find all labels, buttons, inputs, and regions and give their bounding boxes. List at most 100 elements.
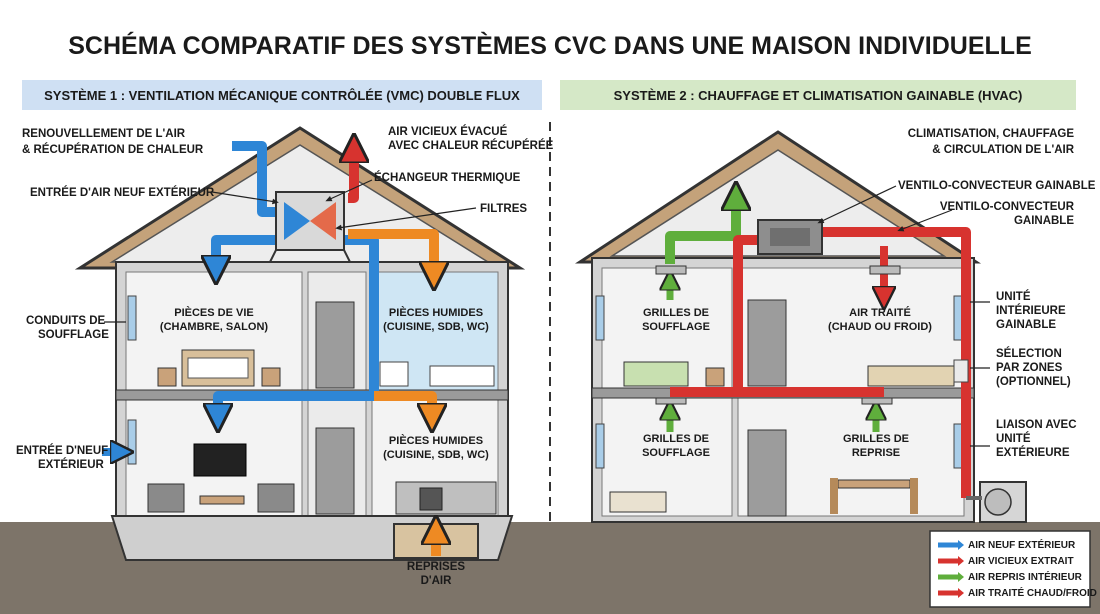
extract-duct-lower: [374, 391, 432, 418]
supply-duct-upper: [216, 235, 292, 270]
chair: [830, 478, 838, 514]
chair: [910, 478, 918, 514]
wet-upper-label-1: PIÈCES HUMIDES: [389, 306, 483, 319]
nightstand: [705, 367, 725, 387]
armchair: [147, 483, 185, 513]
system1-heading-2: & RÉCUPÉRATION DE CHALEUR: [22, 143, 204, 156]
exchanger-warm-side: [310, 202, 336, 240]
system2-banner-text: SYSTÈME 2 : CHAUFFAGE ET CLIMATISATION G…: [614, 88, 1023, 103]
zones-label-1: SÉLECTION: [996, 347, 1062, 360]
door: [315, 301, 355, 389]
ducts-label-1: CONDUITS DE: [26, 315, 106, 327]
exhaust-label-2: AVEC CHALEUR RÉCUPÉRÉE: [388, 139, 554, 152]
unit-leg: [343, 249, 351, 263]
window: [127, 295, 137, 341]
indoor-unit-label-3: GAINABLE: [996, 319, 1056, 331]
nightstand: [261, 367, 281, 387]
legend-arrowhead: [958, 572, 964, 582]
zone-selector: [953, 359, 969, 383]
leader-fan-coil-1: [817, 185, 897, 224]
supply-upper-label-2: SOUFFLAGE: [642, 321, 710, 333]
filters-label: FILTRES: [480, 203, 527, 215]
legend-label: AIR VICIEUX EXTRAIT: [968, 556, 1074, 567]
wet-upper-label-2: (CUISINE, SDB, WC): [383, 321, 489, 333]
legend-label: AIR NEUF EXTÉRIEUR: [968, 538, 1076, 551]
window: [127, 419, 137, 465]
wet-lower-label-1: PIÈCES HUMIDES: [389, 434, 483, 447]
legend-label: AIR REPRIS INTÉRIEUR: [968, 570, 1083, 583]
treated-label-2: (CHAUD OU FROID): [828, 321, 932, 333]
system1-heading-1: RENOUVELLEMENT DE L'AIR: [22, 128, 186, 140]
exhaust-duct-out: [348, 148, 354, 203]
return-grilles-label-2: REPRISE: [852, 447, 900, 459]
living-label-2: (CHAMBRE, SALON): [160, 321, 268, 333]
exchanger-cold-side: [284, 202, 310, 240]
bed: [623, 361, 689, 387]
bathtub: [429, 365, 495, 387]
treated-label-1: AIR TRAITÉ: [849, 306, 911, 319]
outdoor-label-3: EXTÉRIEURE: [996, 446, 1070, 459]
fan-coil-label-1: VENTILO-CONVECTEUR GAINABLE: [898, 180, 1096, 192]
supply-lower-label-1: GRILLES DE: [643, 433, 709, 445]
zones-label-2: PAR ZONES: [996, 362, 1063, 374]
coffee-table: [199, 495, 245, 505]
supply-upper-label-1: GRILLES DE: [643, 307, 709, 319]
page-title: SCHÉMA COMPARATIF DES SYSTÈMES CVC DANS …: [68, 31, 1032, 60]
living-label-1: PIÈCES DE VIE: [174, 306, 253, 319]
toilet: [379, 361, 409, 387]
fan-coil-label-2b: GAINABLE: [1014, 215, 1074, 227]
tv: [193, 443, 247, 477]
bed: [867, 365, 955, 387]
leader-filters: [335, 207, 477, 231]
legend-arrowhead: [958, 540, 964, 550]
legend-arrowhead: [958, 556, 964, 566]
system2-heading-2: & CIRCULATION DE L'AIR: [932, 144, 1074, 156]
house1-ducts: [102, 146, 436, 556]
dining-table: [837, 479, 911, 489]
return-grille: [861, 397, 893, 405]
treated-duct-right: [820, 227, 971, 498]
legend-arrowhead: [958, 588, 964, 598]
supply-lower-label-2: SOUFFLAGE: [642, 447, 710, 459]
door: [747, 429, 787, 517]
house-2: [574, 130, 1027, 523]
outdoor-label-1: LIAISON AVEC: [996, 419, 1077, 431]
system1-banner-text: SYSTÈME 1 : VENTILATION MÉCANIQUE CONTRÔ…: [44, 88, 520, 103]
window: [595, 423, 605, 469]
supply-grille: [655, 397, 687, 405]
oven: [419, 487, 443, 511]
fan-coil-label-2a: VENTILO-CONVECTEUR: [940, 201, 1075, 213]
armchair: [257, 483, 295, 513]
inlet-bottom-label-1: ENTRÉE D'NEUF: [16, 444, 108, 457]
legend-items: AIR NEUF EXTÉRIEUR AIR VICIEUX EXTRAIT AIR…: [938, 538, 1097, 599]
door: [747, 299, 787, 387]
outdoor-label-2: UNITÉ: [996, 432, 1031, 445]
door: [315, 427, 355, 515]
leader-exchanger: [325, 179, 373, 202]
fresh-inlet-label: ENTRÉE D'AIR NEUF EXTÉRIEUR: [30, 186, 215, 199]
supply-grille: [655, 265, 687, 275]
exchanger-label: ÉCHANGEUR THERMIQUE: [374, 171, 521, 184]
indoor-unit-label-2: INTÉRIEURE: [996, 304, 1066, 317]
legend: AIR NEUF EXTÉRIEUR AIR VICIEUX EXTRAIT AIR…: [929, 530, 1097, 608]
inlet-bottom-label-2: EXTÉRIEUR: [38, 458, 105, 471]
system1-banner: [22, 80, 542, 110]
return-label-2: D'AIR: [421, 575, 453, 587]
exhaust-label-1: AIR VICIEUX ÉVACUÉ: [388, 125, 508, 138]
supply-grille: [869, 265, 901, 275]
outdoor-fan: [984, 488, 1012, 516]
bed: [609, 491, 667, 513]
leader-fresh-inlet: [211, 191, 279, 205]
zones-label-3: (OPTIONNEL): [996, 376, 1071, 388]
window: [595, 295, 605, 341]
return-grilles-label-1: GRILLES DE: [843, 433, 909, 445]
system2-banner: [560, 80, 1076, 110]
treated-duct-left: [670, 235, 760, 397]
extract-duct-upper: [348, 229, 434, 276]
kitchen-counter: [395, 481, 497, 515]
return-label-1: REPRISES: [407, 561, 465, 573]
system2-heading-1: CLIMATISATION, CHAUFFAGE: [908, 128, 1075, 140]
bed-sheet: [187, 357, 249, 379]
